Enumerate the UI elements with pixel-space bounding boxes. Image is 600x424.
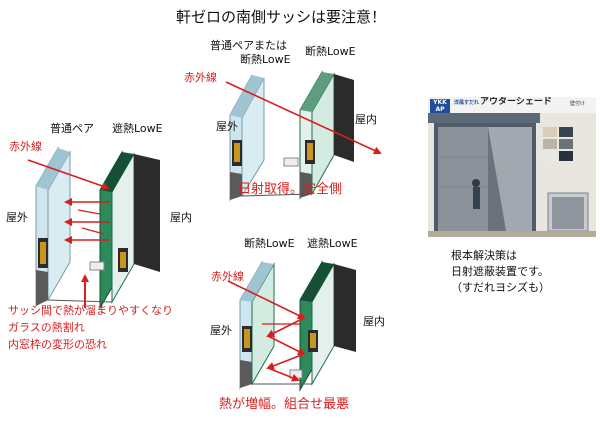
top-pane1-label-line2: 断熱LowE: [240, 53, 291, 66]
bottom-inside-label: 屋内: [363, 315, 385, 328]
solution-line-2: 日射遮蔽装置です。: [451, 265, 549, 278]
svg-text:⋮: ⋮: [73, 171, 77, 176]
bottom-caption: 熱が増幅。組合せ最悪: [219, 397, 350, 412]
solution-line-3: （すだれヨシズも）: [451, 281, 550, 294]
left-problem-2: ガラスの熱割れ: [8, 321, 85, 334]
left-lowe-glass-unit: [99, 150, 160, 310]
top-pane1-label-line1: 普通ペアまたは: [210, 39, 287, 52]
bottom-diagram: [227, 260, 356, 392]
top-pair-glass-unit: [229, 74, 265, 202]
ykk-ap-logo: YKK AP: [430, 99, 450, 114]
product-name: アウターシェード: [480, 97, 552, 107]
top-caption: 日射取得。安全側: [238, 182, 343, 197]
outer-shade-product-image: YKK AP 洋風すだれ アウターシェード 壁付け: [428, 97, 596, 237]
top-ir-label: 赤外線: [184, 71, 217, 84]
solution-line-1: 根本解決策は: [451, 249, 517, 262]
left-problem-1: サッシ間で熱が溜まりやすくなり: [8, 304, 173, 317]
left-pane1-label: 普通ペア: [50, 122, 94, 135]
page-title: 軒ゼロの南側サッシは要注意！: [176, 8, 387, 26]
bottom-pane2-label: 遮熱LowE: [307, 237, 358, 250]
bottom-outside-label: 屋外: [210, 324, 232, 337]
bottom-lowe-glass-unit-inner: [299, 260, 356, 392]
top-inside-label: 屋内: [355, 113, 377, 126]
product-category: 洋風すだれ: [454, 100, 480, 106]
top-outside-label: 屋外: [216, 120, 238, 133]
left-diagram: ⋮: [27, 146, 160, 310]
top-lowe-glass-unit: [299, 70, 354, 200]
bottom-ir-label: 赤外線: [211, 270, 244, 283]
top-pane2-label: 断熱LowE: [305, 45, 356, 58]
bottom-pane1-label: 断熱LowE: [244, 237, 295, 250]
top-diagram: [225, 70, 382, 202]
left-inside-label: 屋内: [170, 211, 192, 224]
product-photo-graphic: [428, 113, 596, 237]
product-mount-type: 壁付け: [570, 101, 586, 107]
left-problem-3: 内窓枠の変形の恐れ: [8, 338, 107, 351]
left-pane2-label: 遮熱LowE: [112, 122, 163, 135]
left-ir-label: 赤外線: [9, 140, 42, 153]
left-pair-glass-unit: ⋮: [35, 146, 77, 308]
left-outside-label: 屋外: [6, 211, 28, 224]
